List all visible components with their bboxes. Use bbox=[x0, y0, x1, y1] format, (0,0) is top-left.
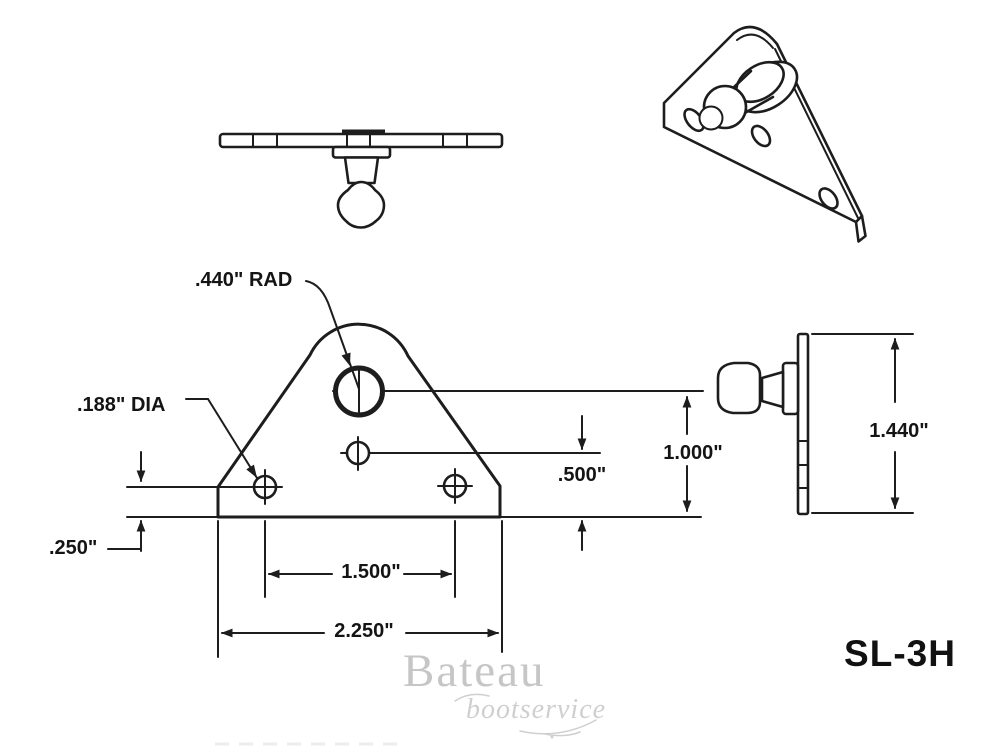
watermark-flourish-top bbox=[454, 693, 490, 702]
callout-hole-diameter: .188" DIA bbox=[77, 394, 258, 479]
dim-2250-label: 2.250" bbox=[334, 620, 394, 642]
watermark-subtitle: bootservice bbox=[466, 694, 606, 725]
mounting-hole-right bbox=[437, 468, 473, 504]
radius-label: .440" RAD bbox=[195, 269, 292, 291]
stud-ball bbox=[336, 180, 386, 229]
dim-1500-label: 1.500" bbox=[341, 561, 401, 583]
watermark: Bateau bootservice bbox=[403, 645, 606, 739]
watermark-flourish-swoosh bbox=[519, 719, 597, 735]
iso-plate-top-thickness bbox=[736, 33, 774, 49]
watermark-flourish-swoosh-small bbox=[544, 731, 581, 737]
watermark-name: Bateau bbox=[403, 645, 546, 697]
part-number: SL-3H bbox=[844, 633, 956, 674]
side-stud-flange bbox=[781, 361, 800, 416]
watermark-dot bbox=[550, 735, 554, 739]
callout-radius: .440" RAD bbox=[195, 269, 360, 390]
side-plate-bar bbox=[796, 332, 810, 516]
plate-edge-bar bbox=[218, 132, 504, 149]
iso-hole-bottom bbox=[818, 187, 839, 210]
dimension-1500: 1.500" bbox=[264, 520, 456, 598]
front-view bbox=[126, 322, 704, 519]
stud-head-cap bbox=[342, 129, 385, 135]
dim-1440-label: 1.440" bbox=[869, 420, 929, 442]
side-stud-ball bbox=[716, 361, 762, 415]
hole-edge-ticks bbox=[252, 134, 468, 147]
iso-neck-bottom-line bbox=[741, 95, 775, 116]
dimension-500: .500" bbox=[558, 415, 606, 551]
side-view bbox=[716, 332, 810, 516]
hole-dia-label: .188" DIA bbox=[77, 394, 165, 416]
dim-500-label: .500" bbox=[558, 464, 606, 486]
dimension-1000: 1.000" bbox=[663, 396, 723, 512]
isometric-view bbox=[662, 25, 867, 243]
dim-250-label: .250" bbox=[49, 537, 97, 559]
radius-leader-arrow bbox=[341, 352, 351, 366]
iso-plate-face bbox=[662, 25, 864, 224]
radius-leader-line bbox=[305, 280, 360, 390]
dimension-2250: 2.250" bbox=[217, 520, 503, 658]
iso-neck-top-line bbox=[730, 69, 753, 91]
mounting-hole-left bbox=[247, 469, 283, 505]
mounting-hole-middle bbox=[345, 436, 371, 471]
stud-flange bbox=[331, 145, 392, 159]
dimension-250: .250" bbox=[49, 451, 146, 559]
dim-1000-label: 1.000" bbox=[663, 442, 723, 464]
dimension-1440: 1.440" bbox=[811, 333, 929, 514]
edge-on-top-view bbox=[218, 129, 504, 229]
iso-ball-nose bbox=[698, 105, 724, 131]
stud-neck bbox=[343, 156, 380, 185]
iso-plate-tip-face bbox=[854, 214, 867, 243]
plate-outline bbox=[216, 322, 502, 519]
hole-dia-leader-arrow bbox=[246, 464, 257, 478]
side-stud-neck bbox=[760, 370, 785, 409]
side-hole-ticks bbox=[797, 440, 809, 489]
iso-hole-middle bbox=[750, 124, 772, 148]
